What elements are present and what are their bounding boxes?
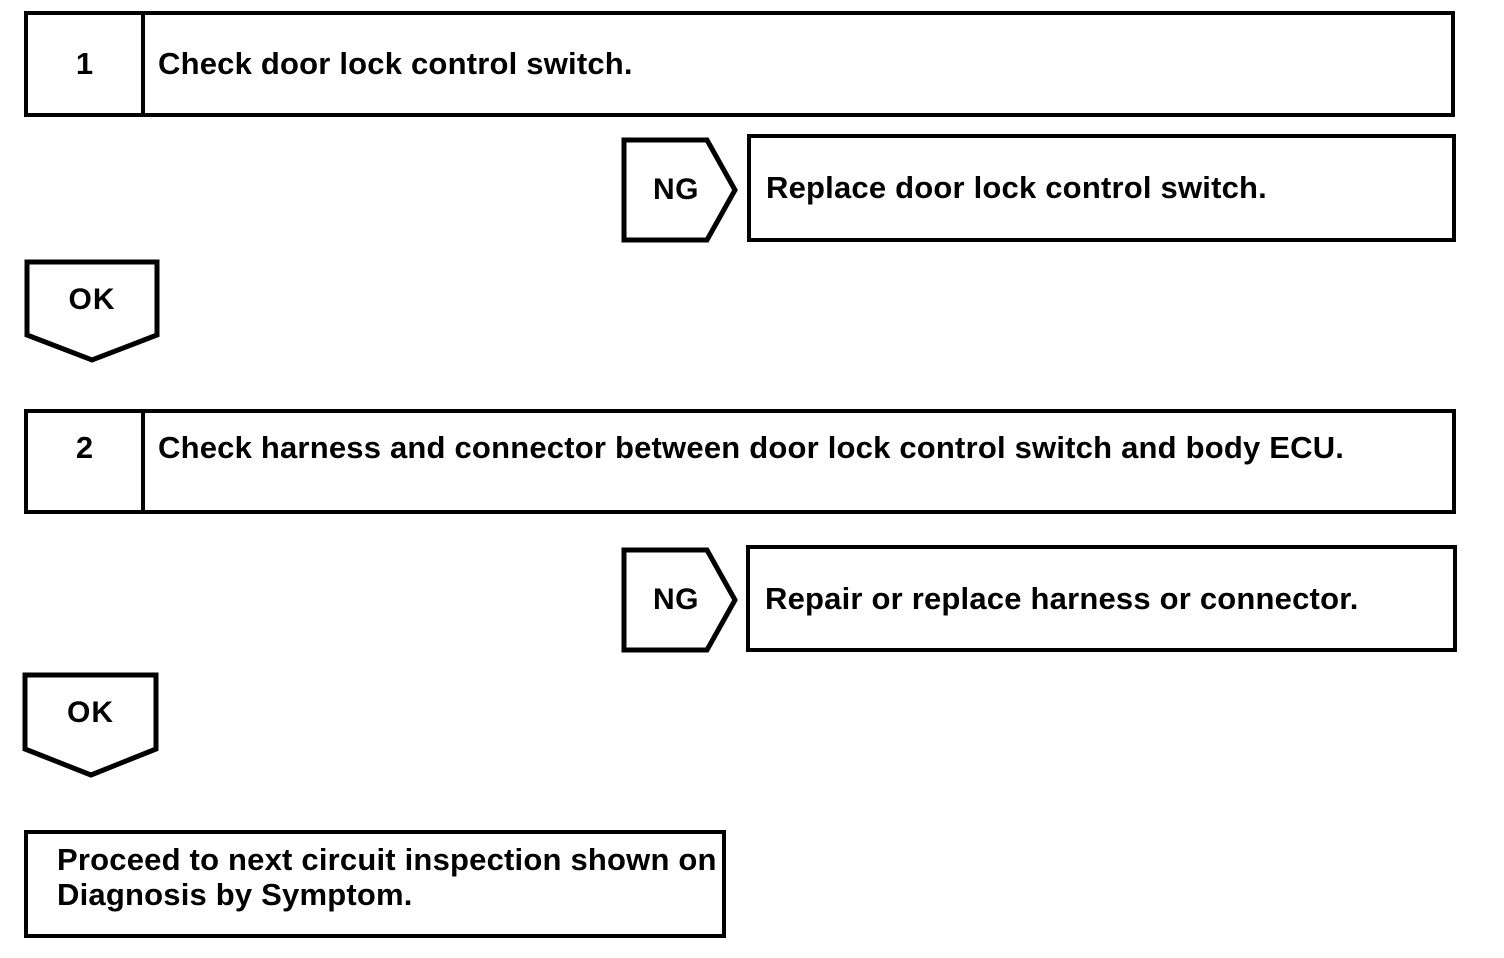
final-action-box: Proceed to next circuit inspection shown… xyxy=(24,830,726,938)
ng-result-box-2: Repair or replace harness or connector. xyxy=(746,545,1457,652)
step-instruction: Check door lock control switch. xyxy=(158,46,633,81)
ng-label: NG xyxy=(653,583,699,616)
ok-arrow-icon xyxy=(22,672,159,778)
step-box-1: 1 Check door lock control switch. xyxy=(24,11,1455,117)
final-action-line: Diagnosis by Symptom. xyxy=(57,877,413,912)
final-action-line: Proceed to next circuit inspection shown… xyxy=(57,842,717,877)
ng-arrow-icon xyxy=(621,547,738,653)
ng-result-text: Replace door lock control switch. xyxy=(766,170,1267,205)
ok-label: OK xyxy=(68,283,116,316)
step-number: 1 xyxy=(28,15,145,113)
ok-label: OK xyxy=(67,696,114,729)
step-box-2: 2 Check harness and connector between do… xyxy=(24,409,1456,514)
ng-label: NG xyxy=(653,173,699,206)
ng-result-text: Repair or replace harness or connector. xyxy=(765,580,1359,616)
ng-result-box-1: Replace door lock control switch. xyxy=(747,134,1456,242)
step-instruction: Check harness and connector between door… xyxy=(158,430,1345,465)
ok-arrow-icon xyxy=(24,259,160,363)
ok-branch-2: OK xyxy=(22,672,159,778)
ng-branch-2: NG xyxy=(621,547,738,653)
ng-arrow-icon xyxy=(621,137,738,243)
ng-branch-1: NG xyxy=(621,137,738,243)
step-number: 2 xyxy=(28,413,145,510)
ok-branch-1: OK xyxy=(24,259,160,363)
